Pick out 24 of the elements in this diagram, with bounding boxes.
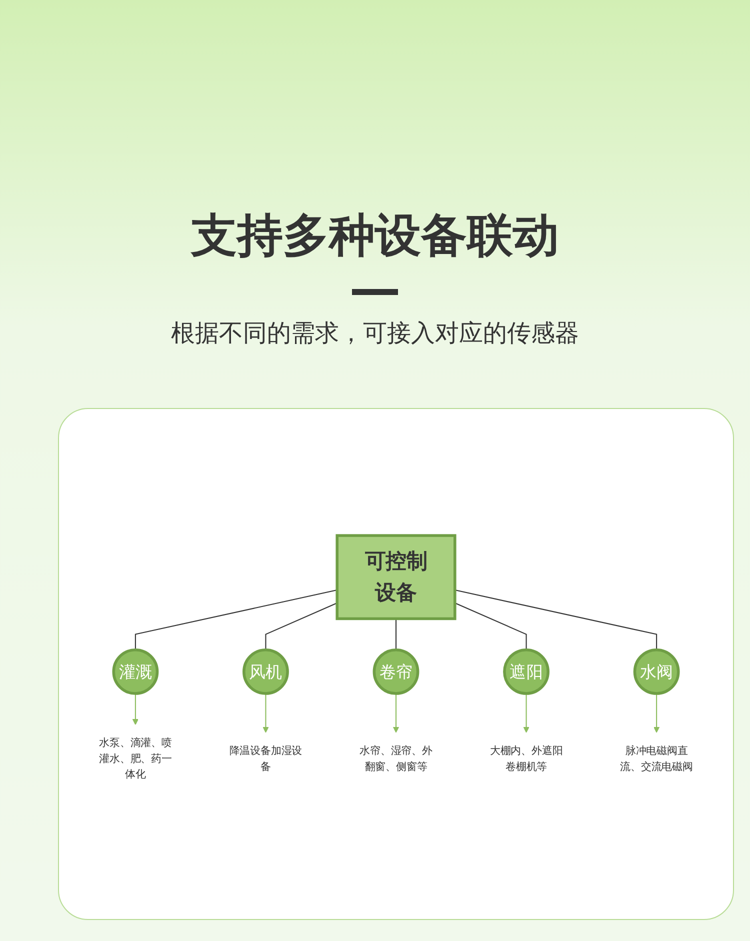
connector	[395, 618, 397, 650]
node-box	[336, 534, 456, 620]
arrow	[392, 694, 400, 733]
card-background: 可控制设备 灌溉 风机 卷帘 遮阳 水阀 水泵、滴灌、喷灌水、肥、药一体化 降温设备加湿设备 水帘、湿帘、外翻窗、侧窗等 大棚内、外遮阳卷棚机等 脉冲电磁阀直流、交流电磁阀	[58, 408, 734, 920]
node-circle	[633, 648, 680, 695]
node-text: 水泵、滴灌、喷灌水、肥、药一体化	[99, 736, 172, 780]
arrow	[262, 694, 269, 733]
node-circle	[112, 648, 159, 695]
node-text: 水帘、湿帘、外翻窗、侧窗等	[360, 744, 432, 772]
node-circle	[242, 648, 289, 695]
arrow	[654, 694, 660, 733]
node-text: 大棚内、外遮阳卷棚机等	[490, 744, 563, 772]
node-circle	[503, 648, 550, 695]
title: 支持多种设备联动	[190, 207, 560, 264]
connector	[454, 590, 658, 650]
node-text: 降温设备加湿设备	[229, 744, 302, 772]
arrow	[132, 694, 138, 726]
arrow	[523, 694, 530, 733]
subtitle: 根据不同的需求，可接入对应的传感器	[170, 318, 580, 349]
node-circle	[372, 648, 420, 695]
connector	[265, 602, 338, 650]
node-text: 脉冲电磁阀直流、交流电磁阀	[620, 744, 693, 772]
connector	[454, 602, 527, 650]
connector	[134, 590, 338, 650]
